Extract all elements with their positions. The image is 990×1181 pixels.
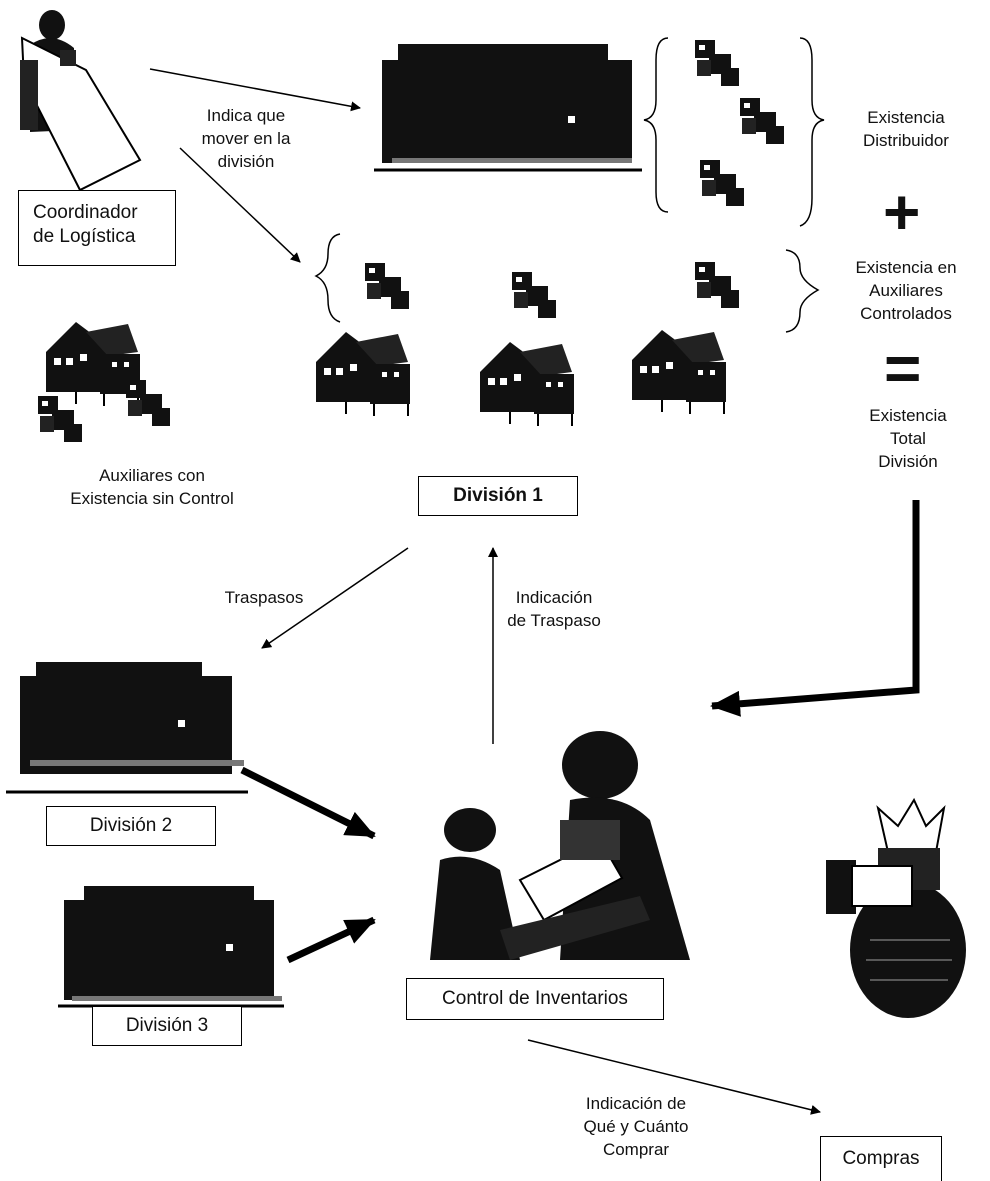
coordinador-line2: de Logística	[33, 226, 136, 247]
division3-box: División 3	[92, 1006, 242, 1046]
existencia-total-label: Existencia Total División	[846, 404, 970, 473]
existencia-total-line2: Total	[890, 429, 926, 448]
indicacion-traspaso-line2: de Traspaso	[507, 611, 601, 630]
indica-line3: división	[217, 152, 275, 171]
existencia-distribuidor-line1: Existencia	[867, 108, 945, 127]
arrow-division3-to-control	[286, 916, 376, 964]
brace-distributor-right	[799, 37, 825, 227]
house-icon	[631, 329, 727, 415]
storage-box-icon	[695, 262, 739, 308]
indica-label: Indica que mover en la división	[194, 104, 298, 173]
plus-symbol: +	[883, 176, 921, 248]
existencia-auxiliares-line1: Existencia en	[855, 258, 957, 277]
indicacion-traspaso-label: Indicación de Traspaso	[494, 586, 614, 632]
coordinador-box: Coordinador de Logística	[18, 190, 176, 266]
coordinator-person-icon	[20, 10, 142, 192]
existencia-distribuidor-line2: Distribuidor	[863, 131, 949, 150]
existencia-auxiliares-label: Existencia en Auxiliares Controlados	[834, 256, 978, 325]
office-workers-icon	[430, 731, 690, 960]
house-icon	[315, 331, 411, 417]
auxiliares-sin-control-line1: Auxiliares con	[99, 466, 205, 485]
arrow-division2-to-control	[240, 766, 376, 840]
brace-distributor-left	[643, 37, 669, 213]
auxiliares-sin-control-label: Auxiliares con Existencia sin Control	[32, 464, 272, 510]
indicacion-compra-label: Indicación de Qué y Cuánto Comprar	[566, 1092, 706, 1161]
control-inventarios-box: Control de Inventarios	[406, 978, 664, 1020]
storage-box-icon	[126, 380, 170, 426]
arrow-coord-to-division	[179, 147, 301, 263]
indicacion-compra-line1: Indicación de	[585, 1094, 687, 1113]
indicacion-compra-line2: Qué y Cuánto	[583, 1117, 689, 1136]
warehouse-icon-division2	[6, 662, 248, 794]
brace-aux-right	[785, 249, 820, 333]
existencia-total-line1: Existencia	[869, 406, 947, 425]
storage-box-icon	[740, 98, 784, 144]
warehouse-icon-division1	[374, 44, 642, 172]
warehouse-icon-division3	[58, 886, 284, 1008]
indicacion-compra-line3: Comprar	[602, 1140, 670, 1159]
storage-box-icon	[365, 263, 409, 309]
existencia-auxiliares-line2: Auxiliares	[869, 281, 943, 300]
indicacion-traspaso-line1: Indicación	[515, 588, 593, 607]
house-icon	[45, 321, 141, 407]
existencia-distribuidor-label: Existencia Distribuidor	[834, 106, 978, 152]
division2-box: División 2	[46, 806, 216, 846]
house-icon	[479, 341, 575, 427]
traspasos-label: Traspasos	[224, 588, 304, 607]
division1-box: División 1	[418, 476, 578, 516]
arrow-coord-to-warehouse	[149, 68, 361, 112]
storage-box-icon	[700, 160, 744, 206]
existencia-total-line3: División	[878, 452, 938, 471]
storage-box-icon	[695, 40, 739, 86]
arrow-traspasos	[261, 547, 409, 649]
arrow-control-to-compras	[527, 1039, 821, 1115]
indica-line1: Indica que	[206, 106, 286, 125]
equals-symbol: =	[884, 332, 922, 404]
indica-line2: mover en la	[201, 129, 291, 148]
existencia-auxiliares-line3: Controlados	[860, 304, 952, 323]
coordinador-line1: Coordinador	[33, 202, 138, 223]
brace-aux-left	[314, 233, 341, 323]
arrow-total-to-control	[710, 500, 920, 717]
money-bag-icon	[826, 797, 966, 1018]
compras-box: Compras	[820, 1136, 942, 1181]
storage-box-icon	[512, 272, 556, 318]
auxiliares-sin-control-line2: Existencia sin Control	[70, 489, 234, 508]
